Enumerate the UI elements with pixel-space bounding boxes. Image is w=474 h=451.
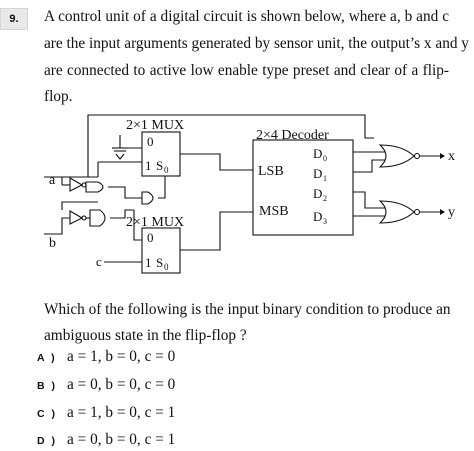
mux-bottom-in1: 1 bbox=[145, 255, 152, 270]
wire-mid-to-gate2 bbox=[108, 186, 142, 199]
or-gate-x bbox=[378, 144, 415, 168]
wire-d1 bbox=[353, 159, 385, 173]
option-a-letter[interactable]: A ) bbox=[37, 352, 57, 364]
question-line-3: are connected to active low enable type … bbox=[44, 62, 449, 79]
wire-gate2-sel bbox=[158, 176, 166, 199]
option-d-text[interactable]: a = 0, b = 0, c = 1 bbox=[67, 431, 176, 448]
question-line-2: are the input arguments generated by sen… bbox=[44, 35, 469, 52]
question-number: 9. bbox=[0, 8, 28, 30]
mux-bottom-in0: 0 bbox=[147, 230, 154, 245]
or-gate-x-bubble bbox=[413, 152, 421, 160]
option-d-letter[interactable]: D ) bbox=[37, 435, 57, 447]
decoder-d2: D bbox=[313, 186, 322, 201]
gate-lower bbox=[89, 209, 106, 227]
wire-d2 bbox=[353, 191, 385, 209]
decoder-d0-sub: 0 bbox=[323, 154, 327, 163]
input-b-label: b bbox=[49, 236, 56, 251]
prompt-line-1: Which of the following is the input bina… bbox=[44, 301, 451, 318]
option-a-text[interactable]: a = 1, b = 0, c = 0 bbox=[67, 348, 176, 365]
mux-top-sel: S bbox=[156, 158, 163, 173]
not-gate-2 bbox=[69, 210, 84, 225]
output-y-label: y bbox=[448, 205, 455, 220]
mux-top-in1: 1 bbox=[145, 158, 152, 173]
mux-bottom-title: 2×1 MUX bbox=[126, 215, 184, 230]
ground-arrow bbox=[115, 153, 125, 160]
decoder-d1: D bbox=[313, 166, 322, 181]
option-b-letter[interactable]: B ) bbox=[37, 380, 57, 392]
or-gate-y bbox=[378, 200, 415, 224]
question-line-1: A control unit of a digital circuit is s… bbox=[44, 8, 449, 25]
decoder-d0: D bbox=[313, 146, 322, 161]
mux-top-in0: 0 bbox=[147, 134, 154, 149]
wire-lower-out bbox=[110, 209, 134, 219]
decoder-d1-sub: 1 bbox=[323, 174, 327, 183]
decoder-box bbox=[252, 139, 354, 236]
input-c-label: c bbox=[96, 254, 102, 269]
gate-mid bbox=[85, 181, 104, 193]
option-b-text[interactable]: a = 0, b = 0, c = 0 bbox=[67, 376, 176, 393]
decoder-d3-sub: 3 bbox=[323, 217, 327, 226]
decoder-title: 2×4 Decoder bbox=[256, 128, 329, 143]
option-c-text[interactable]: a = 1, b = 0, c = 1 bbox=[67, 404, 176, 421]
mux-top-sel-sub: 0 bbox=[164, 165, 169, 175]
or-gate-y-bubble bbox=[413, 208, 421, 216]
decoder-d2-sub: 2 bbox=[323, 194, 327, 203]
decoder-d3: D bbox=[313, 209, 322, 224]
arrow-y bbox=[440, 209, 445, 215]
wire-top-loop bbox=[87, 114, 374, 177]
decoder-msb: MSB bbox=[259, 204, 289, 219]
circuit-diagram: 2×1 MUX 0 1 S 0 2×4 Decoder LSB MSB D 0 … bbox=[44, 114, 455, 274]
mux-bottom-sel-sub: 0 bbox=[164, 262, 169, 272]
wire-b-up bbox=[61, 201, 98, 210]
input-a-label: a bbox=[49, 173, 56, 188]
arrow-x bbox=[440, 153, 445, 159]
wire-mux1-lsb bbox=[180, 153, 253, 171]
mux-top-title: 2×1 MUX bbox=[126, 118, 184, 133]
wire-ground bbox=[119, 135, 142, 149]
mux-bottom-sel: S bbox=[156, 255, 163, 270]
not-gate-1 bbox=[69, 177, 84, 192]
question-line-4: flop. bbox=[44, 88, 73, 105]
wire-mux2-msb bbox=[180, 211, 253, 251]
gate-2 bbox=[141, 191, 154, 205]
option-c-letter[interactable]: C ) bbox=[37, 408, 57, 420]
output-x-label: x bbox=[448, 149, 455, 164]
wire-mux2-in0 bbox=[133, 210, 142, 241]
decoder-lsb: LSB bbox=[258, 164, 284, 179]
prompt-line-2: ambiguous state in the flip-flop ? bbox=[44, 327, 247, 344]
wire-input-b bbox=[44, 217, 70, 235]
